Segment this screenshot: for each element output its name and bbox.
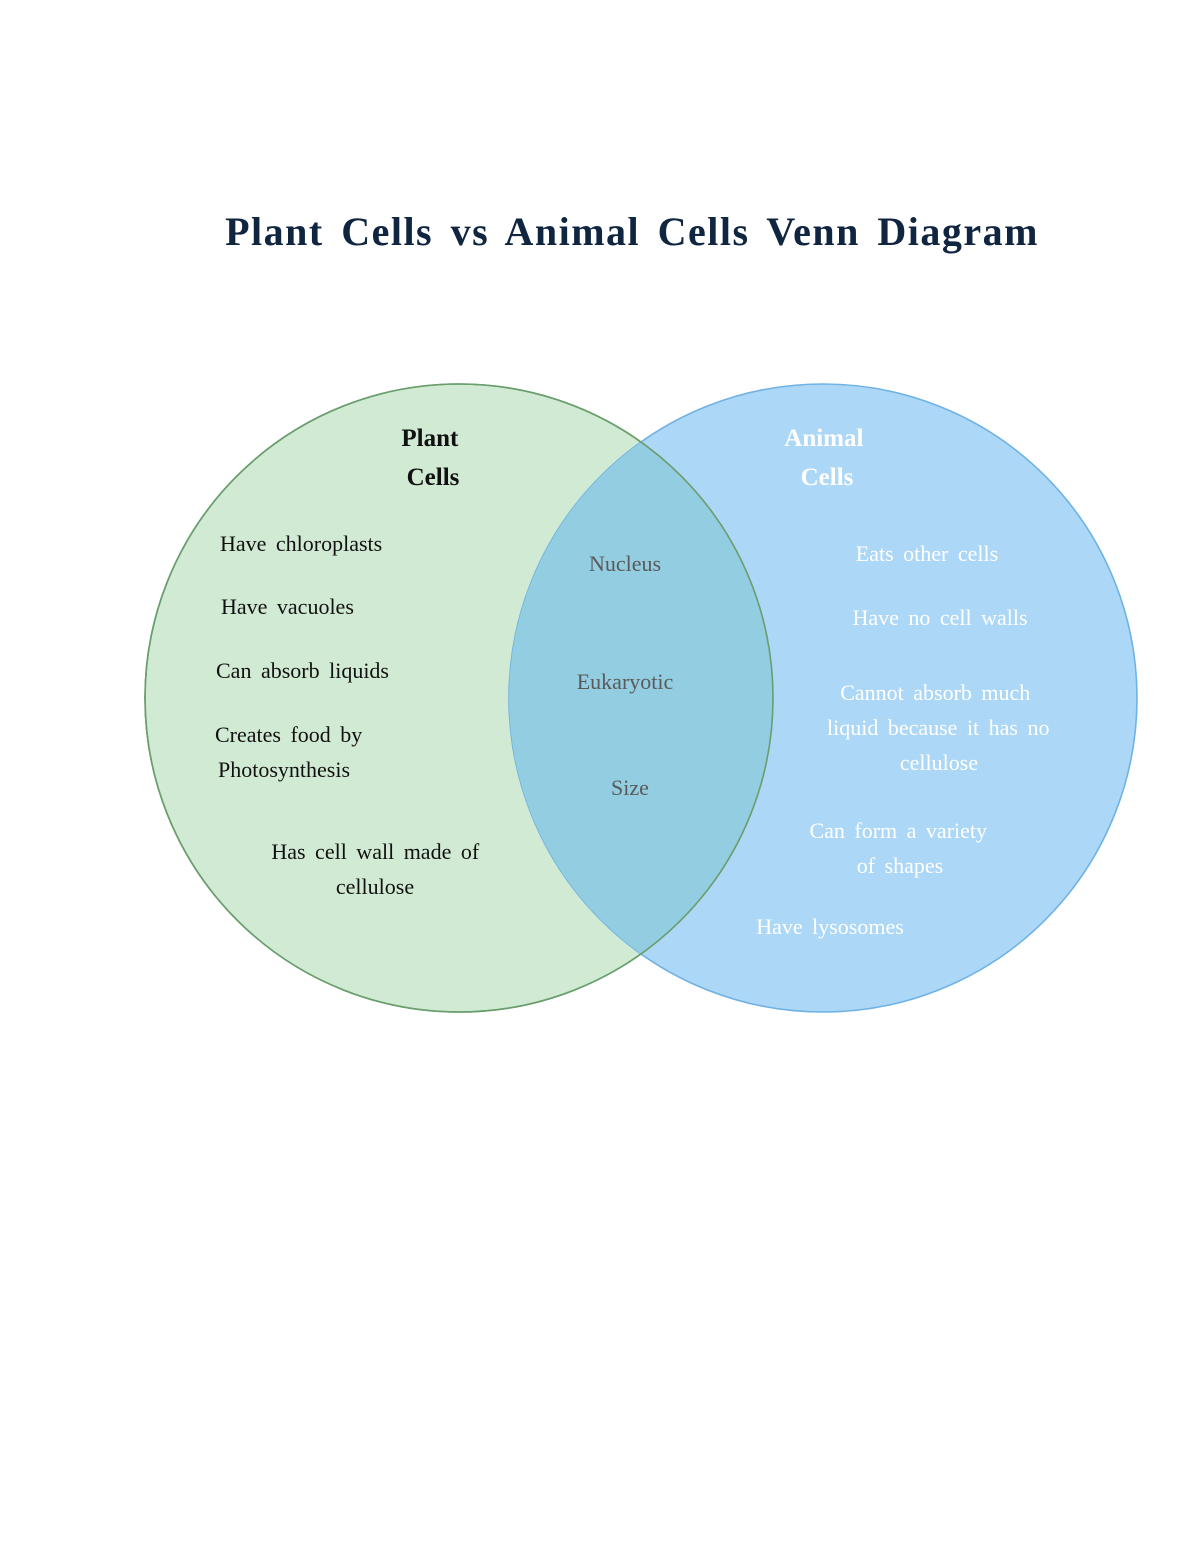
- animal-item-line: of shapes: [857, 853, 943, 878]
- plant-item-line: Can absorb liquids: [216, 658, 389, 683]
- plant-item-line: Has cell wall made of: [271, 839, 479, 864]
- plant-cells-heading: Plant Cells: [401, 425, 464, 491]
- animal-item: Cannot absorb much liquid because it has…: [827, 680, 1059, 775]
- animal-item-line: Have no cell walls: [852, 605, 1027, 630]
- plant-item: Have vacuoles: [221, 594, 354, 619]
- animal-item: Have lysosomes: [756, 914, 904, 939]
- shared-item-line: Nucleus: [589, 551, 661, 576]
- animal-item-line: liquid because it has no: [827, 715, 1050, 740]
- page-title: Plant Cells vs Animal Cells Venn Diagram: [225, 209, 1039, 254]
- shared-overlap-region: [509, 384, 773, 1012]
- animal-item-line: Can form a variety: [809, 818, 987, 843]
- plant-item: Have chloroplasts: [220, 531, 382, 556]
- overlap-edge: [144, 383, 774, 1013]
- shared-item-line: Size: [611, 775, 649, 800]
- animal-heading-line: Cells: [801, 464, 854, 491]
- animal-item: Can form a variety of shapes: [809, 818, 996, 878]
- animal-item-line: cellulose: [900, 750, 978, 775]
- plant-item: Has cell wall made of cellulose: [271, 839, 488, 899]
- plant-item-line: Have chloroplasts: [220, 531, 382, 556]
- plant-item-line: Creates food by: [215, 722, 362, 747]
- plant-item: Can absorb liquids: [216, 658, 389, 683]
- shared-item: Eukaryotic: [577, 669, 674, 694]
- shared-item: Nucleus: [589, 551, 661, 576]
- animal-item: Have no cell walls: [852, 605, 1027, 630]
- plant-heading-line: Plant: [401, 425, 459, 452]
- plant-item-line: Photosynthesis: [218, 757, 350, 782]
- animal-item-line: Cannot absorb much: [840, 680, 1030, 705]
- shared-item: Size: [611, 775, 649, 800]
- animal-item: Eats other cells: [856, 541, 998, 566]
- plant-item: Creates food by Photosynthesis: [215, 722, 372, 782]
- plant-heading-line: Cells: [407, 464, 460, 491]
- plant-item-line: cellulose: [336, 874, 414, 899]
- animal-item-line: Eats other cells: [856, 541, 998, 566]
- animal-cells-heading: Animal Cells: [784, 425, 869, 491]
- plant-item-line: Have vacuoles: [221, 594, 354, 619]
- animal-heading-line: Animal: [784, 425, 863, 452]
- animal-item-line: Have lysosomes: [756, 914, 904, 939]
- shared-item-line: Eukaryotic: [577, 669, 674, 694]
